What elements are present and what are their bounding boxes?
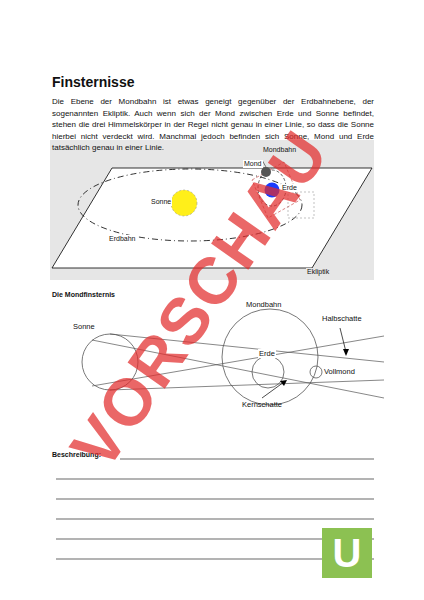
full-moon-circle	[310, 366, 322, 378]
part-label: Vollmond	[323, 367, 356, 376]
logo-square	[322, 528, 372, 578]
logo-letter: U	[333, 529, 362, 577]
part-label: Mondbahn	[246, 300, 281, 309]
page-title: Finsternisse	[52, 74, 134, 91]
leader-arrow	[262, 382, 284, 398]
part-label: Erde	[258, 349, 276, 358]
writing-line	[120, 459, 374, 460]
arrow-head	[343, 349, 349, 356]
intro-paragraph: Die Ebene der Mondbahn ist etwas geneigt…	[52, 96, 374, 154]
sun-symbol	[171, 190, 197, 216]
section-heading: Die Mondfinsternis	[52, 291, 115, 299]
leader-arrow	[340, 328, 346, 352]
arrow-head	[280, 380, 287, 386]
part-label: Sonne	[150, 198, 172, 206]
part-label: Erdbahn	[108, 235, 136, 243]
moon-orbit-circle	[222, 309, 318, 405]
earth-circle	[252, 356, 284, 388]
part-label: Sonne	[73, 322, 95, 331]
part-label: Halbschatte	[322, 314, 362, 323]
part-label: Kernschatte	[242, 400, 282, 409]
part-label: Ekliptik	[306, 268, 330, 276]
